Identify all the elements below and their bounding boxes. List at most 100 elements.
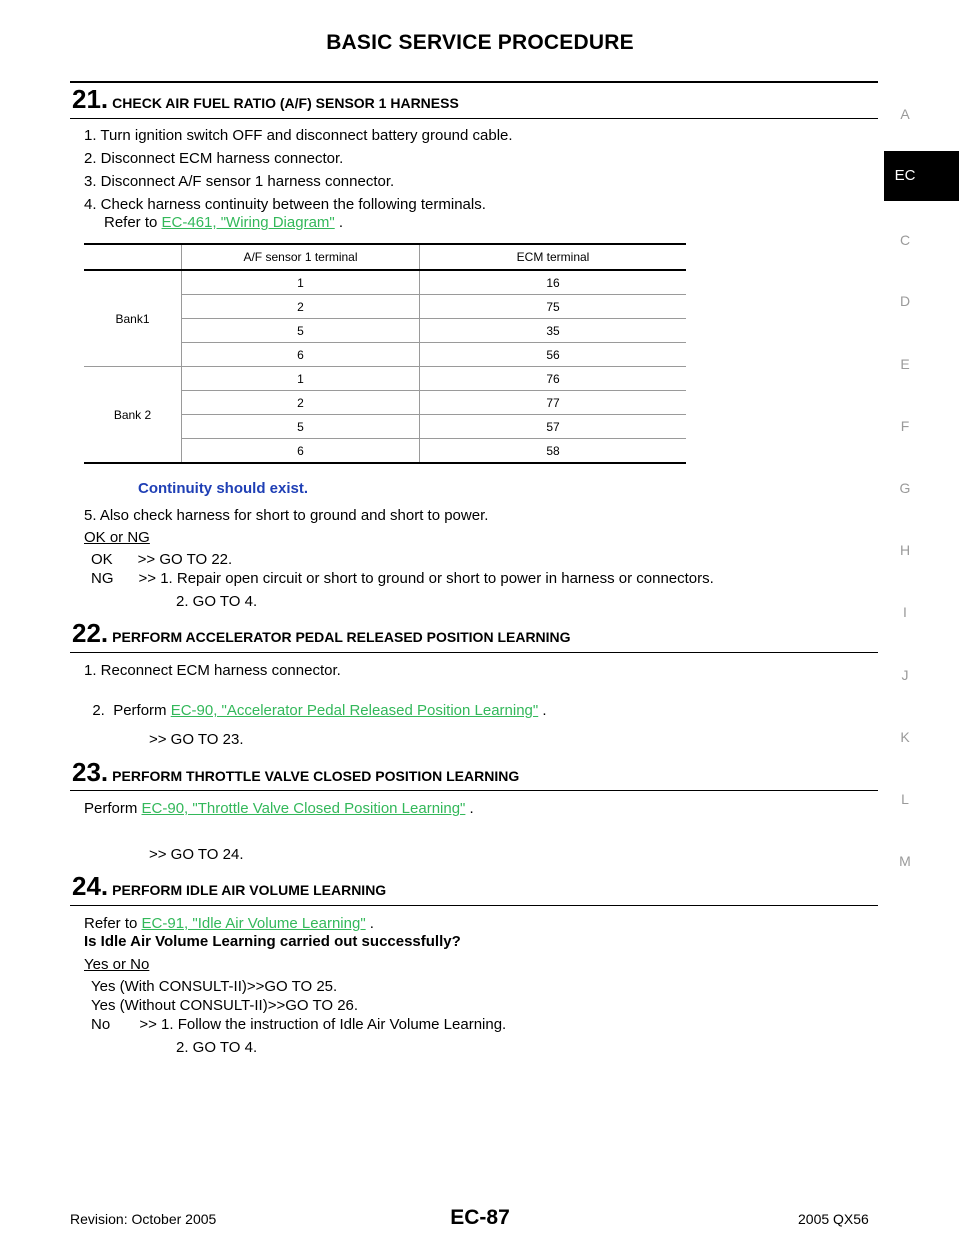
table-row: 2 75 (84, 294, 686, 319)
step-23-suffix: . (465, 800, 474, 817)
table-cell: 2 (181, 294, 420, 319)
refer-prefix: Refer to (104, 214, 162, 231)
step-23-rule (70, 790, 878, 791)
continuity-table: A/F sensor 1 terminal ECM terminal Bank1… (84, 243, 686, 464)
step-21-item-4: 4. Check harness continuity between the … (84, 196, 486, 213)
step-23-prefix: Perform (84, 800, 142, 817)
sidebar-index-m[interactable]: M (899, 853, 911, 869)
step-24-instruction: Refer to EC-91, "Idle Air Volume Learnin… (84, 915, 374, 932)
step-22-heading: 22.PERFORM ACCELERATOR PEDAL RELEASED PO… (72, 618, 571, 649)
step-24-rule (70, 905, 878, 906)
refer-suffix: . (334, 214, 344, 231)
accelerator-pedal-learning-link[interactable]: EC-90, "Accelerator Pedal Released Posit… (170, 702, 539, 719)
item2-prefix: 2. Perform (92, 702, 171, 719)
step-22-goto: >> GO TO 23. (149, 731, 244, 748)
step-21-title: CHECK AIR FUEL RATIO (A/F) SENSOR 1 HARN… (112, 95, 459, 111)
step-21-number: 21. (72, 84, 109, 114)
table-cell: 76 (419, 366, 686, 391)
yes-without-consult: Yes (Without CONSULT-II)>>GO TO 26. (91, 997, 359, 1014)
item2-suffix: . (538, 702, 547, 719)
step-21-heading: 21.CHECK AIR FUEL RATIO (A/F) SENSOR 1 H… (72, 84, 459, 115)
header-rule (70, 81, 878, 83)
table-cell: 5 (181, 318, 420, 343)
ok-or-ng-label: OK or NG (84, 529, 150, 546)
table-cell: 75 (419, 294, 686, 319)
yes-or-no-label: Yes or No (84, 956, 150, 973)
step-24-prefix: Refer to (84, 915, 142, 932)
step-24-heading: 24.PERFORM IDLE AIR VOLUME LEARNING (72, 871, 386, 902)
page-title: BASIC SERVICE PROCEDURE (326, 31, 634, 54)
ok-result: OK >> GO TO 22. (91, 551, 233, 568)
step-23-instruction: Perform EC-90, "Throttle Valve Closed Po… (84, 800, 474, 817)
sidebar-index-c[interactable]: C (899, 232, 911, 248)
sidebar-index-i[interactable]: I (903, 604, 907, 620)
step-21-item-2: 2. Disconnect ECM harness connector. (84, 150, 344, 167)
table-row: 5 57 (84, 414, 686, 439)
table-cell: 6 (181, 342, 420, 367)
bank-2-label: Bank 2 (84, 366, 182, 464)
table-header-blank (84, 243, 182, 271)
table-cell: 77 (419, 390, 686, 415)
table-cell: 1 (181, 270, 420, 295)
step-24-number: 24. (72, 871, 109, 901)
page-number: EC-87 (450, 1206, 510, 1229)
table-cell: 56 (419, 342, 686, 367)
table-cell: 2 (181, 390, 420, 415)
step-22-item-1: 1. Reconnect ECM harness connector. (84, 662, 341, 679)
sidebar-index-k[interactable]: K (900, 729, 910, 745)
table-cell: 57 (419, 414, 686, 439)
step-22-rule (70, 652, 878, 653)
sidebar-index-f[interactable]: F (900, 418, 910, 434)
step-21-rule (70, 118, 878, 119)
sidebar-active-label: EC (894, 167, 916, 184)
sidebar-index-j[interactable]: J (901, 667, 909, 683)
yes-with-consult: Yes (With CONSULT-II)>>GO TO 25. (91, 978, 338, 995)
step-21-item-5: 5. Also check harness for short to groun… (84, 507, 489, 524)
step-23-goto: >> GO TO 24. (149, 846, 244, 863)
table-row: 5 35 (84, 318, 686, 343)
ng-result-2: 2. GO TO 4. (176, 593, 258, 610)
throttle-valve-learning-link[interactable]: EC-90, "Throttle Valve Closed Position L… (141, 800, 466, 817)
idle-air-volume-learning-link[interactable]: EC-91, "Idle Air Volume Learning" (141, 915, 366, 932)
ng-result: NG >> 1. Repair open circuit or short to… (91, 570, 714, 587)
continuity-note: Continuity should exist. (138, 480, 309, 497)
table-cell: 58 (419, 438, 686, 464)
table-header-af-sensor: A/F sensor 1 terminal (181, 243, 420, 271)
step-22-item-2: 2. Perform EC-90, "Accelerator Pedal Rel… (84, 685, 547, 719)
wiring-diagram-link[interactable]: EC-461, "Wiring Diagram" (161, 214, 335, 231)
sidebar-index-e[interactable]: E (900, 356, 910, 372)
bank-1-label: Bank1 (84, 270, 182, 367)
step-24-question: Is Idle Air Volume Learning carried out … (84, 933, 461, 950)
table-cell: 35 (419, 318, 686, 343)
step-23-number: 23. (72, 757, 109, 787)
step-24-suffix: . (365, 915, 374, 932)
table-cell: 1 (181, 366, 420, 391)
table-row: Bank 2 1 76 (84, 366, 686, 464)
step-22-title: PERFORM ACCELERATOR PEDAL RELEASED POSIT… (112, 629, 571, 645)
no-result: No >> 1. Follow the instruction of Idle … (91, 1016, 507, 1033)
step-21-refer: Refer to EC-461, "Wiring Diagram" . (104, 214, 343, 231)
sidebar-index-d[interactable]: D (899, 293, 911, 309)
table-row: 6 56 (84, 342, 686, 367)
step-21-item-1: 1. Turn ignition switch OFF and disconne… (84, 127, 513, 144)
step-22-number: 22. (72, 618, 109, 648)
sidebar-index-h[interactable]: H (899, 542, 911, 558)
table-cell: 6 (181, 438, 420, 464)
table-header-row: A/F sensor 1 terminal ECM terminal (84, 243, 686, 271)
table-row: Bank1 1 16 (84, 270, 686, 367)
sidebar-index-l[interactable]: L (901, 791, 909, 807)
table-row: 6 58 (84, 438, 686, 464)
step-24-title: PERFORM IDLE AIR VOLUME LEARNING (112, 882, 387, 898)
table-cell: 16 (419, 270, 686, 295)
step-21-item-3: 3. Disconnect A/F sensor 1 harness conne… (84, 173, 395, 190)
table-cell: 5 (181, 414, 420, 439)
sidebar-index-ec-active[interactable]: EC (884, 151, 959, 201)
sidebar-index-a[interactable]: A (900, 106, 910, 122)
sidebar-index-g[interactable]: G (899, 480, 911, 496)
step-23-title: PERFORM THROTTLE VALVE CLOSED POSITION L… (112, 768, 520, 784)
model-year: 2005 QX56 (798, 1211, 869, 1227)
table-row: 2 77 (84, 390, 686, 415)
no-result-2: 2. GO TO 4. (176, 1039, 258, 1056)
step-23-heading: 23.PERFORM THROTTLE VALVE CLOSED POSITIO… (72, 757, 519, 788)
table-header-ecm: ECM terminal (419, 243, 686, 271)
